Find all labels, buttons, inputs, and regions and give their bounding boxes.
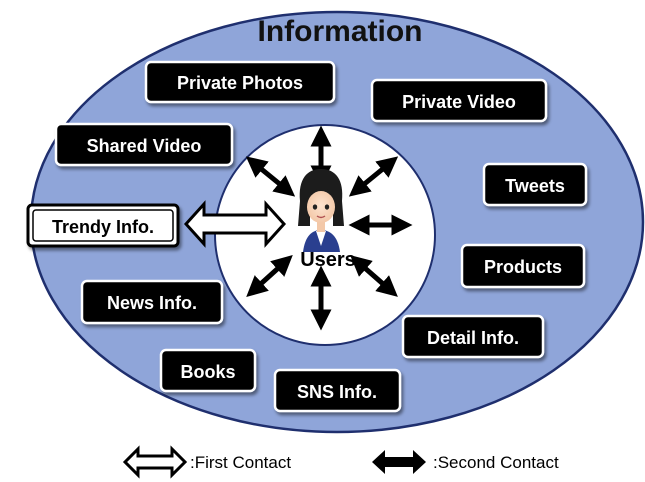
info-box-private-photos: Private Photos [144,60,336,104]
info-label-tweets: Tweets [505,176,565,196]
second-contact-arrows [245,125,413,331]
diagram-title: Information [258,15,423,48]
arrow-upper-left [245,156,296,197]
info-label-shared-video: Shared Video [87,136,202,156]
info-box-private-video: Private Video [370,78,548,123]
info-label-trendy-info: Trendy Info. [52,217,154,237]
info-box-products: Products [460,243,586,289]
info-label-sns-info: SNS Info. [297,382,377,402]
info-label-private-video: Private Video [402,92,516,112]
info-box-trendy-info: Trendy Info. [26,203,180,248]
legend-first-contact-arrow [122,445,188,479]
user-avatar [298,169,344,252]
info-box-tweets: Tweets [482,162,588,207]
info-label-books: Books [180,362,235,382]
legend-second-contact-arrow [372,450,426,474]
arrow-upper-right [348,156,399,197]
legend-first-contact-label: :First Contact [190,453,291,472]
arrow-lower-left [246,254,293,298]
info-box-sns-info: SNS Info. [273,368,402,413]
info-box-detail-info: Detail Info. [401,314,545,359]
arrow-lower-right [350,255,398,297]
first-contact-arrow [183,200,287,248]
legend: :First Contact :Second Contact [122,445,559,479]
info-box-news-info: News Info. [80,279,224,325]
info-box-books: Books [159,348,257,393]
info-label-products: Products [484,257,562,277]
info-label-news-info: News Info. [107,293,197,313]
users-label: Users [300,249,356,271]
info-label-detail-info: Detail Info. [427,328,519,348]
info-label-private-photos: Private Photos [177,73,303,93]
info-box-shared-video: Shared Video [54,122,234,167]
legend-second-contact-label: :Second Contact [433,453,559,472]
